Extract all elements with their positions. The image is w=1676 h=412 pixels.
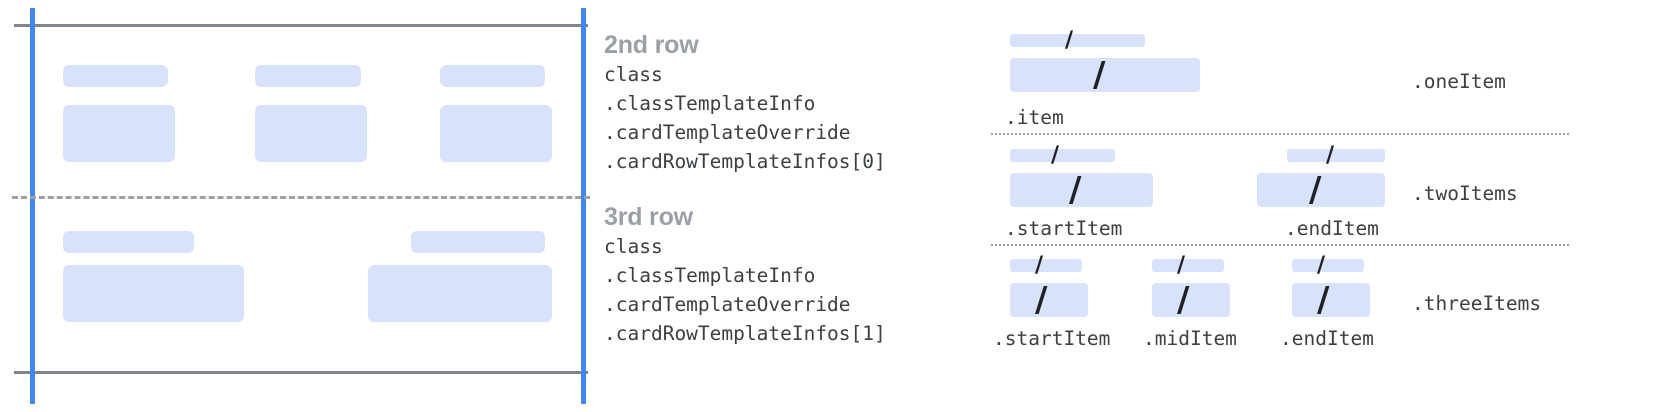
card-row-preview-diagram xyxy=(0,0,600,412)
row3-cell2-label-block xyxy=(411,231,545,253)
threeitems-startitem-top-block xyxy=(1010,259,1082,272)
threeitems-enditem-top-block xyxy=(1292,259,1364,272)
row2-cell1-body-block xyxy=(63,105,175,162)
second-row-title: 2nd row xyxy=(604,31,699,59)
second-row-code-line-3: .cardTemplateOverride xyxy=(604,121,851,144)
threeitems-miditem-top-block xyxy=(1152,259,1224,272)
variant-divider-1 xyxy=(991,133,1569,135)
twoitems-group-label: .twoItems xyxy=(1412,182,1518,205)
threeitems-startitem-top-slash: / xyxy=(1035,253,1044,278)
row3-cell2-body-block xyxy=(368,265,552,322)
card-frame-right-guide xyxy=(581,8,586,404)
threeitems-enditem-top-slash: / xyxy=(1317,253,1326,278)
threeitems-startitem-label: .startItem xyxy=(993,327,1111,350)
card-frame-left-guide xyxy=(30,8,35,404)
twoitems-enditem-body-slash: / xyxy=(1309,170,1322,210)
threeitems-miditem-label: .midItem xyxy=(1143,327,1237,350)
card-frame-bottom-border xyxy=(14,371,588,374)
third-row-code-line-4: .cardRowTemplateInfos[1] xyxy=(604,322,886,345)
third-row-code-line-1: class xyxy=(604,235,663,258)
row-separator-dashed xyxy=(12,196,590,199)
oneitem-slot-body-slash: / xyxy=(1093,55,1106,95)
threeitems-miditem-body-block xyxy=(1152,283,1230,317)
row2-cell3-label-block xyxy=(440,65,545,87)
twoitems-startitem-top-slash: / xyxy=(1051,143,1060,168)
oneitem-slot-label: .item xyxy=(1005,106,1064,129)
card-frame-top-border xyxy=(14,24,588,27)
third-row-annotation: 3rd row class .classTemplateInfo .cardTe… xyxy=(604,202,886,348)
threeitems-miditem-top-slash: / xyxy=(1177,253,1186,278)
threeitems-startitem-body-block xyxy=(1010,283,1088,317)
row3-cell1-label-block xyxy=(63,231,194,253)
oneitem-slot-body-block xyxy=(1010,58,1200,92)
twoitems-enditem-label: .endItem xyxy=(1285,217,1379,240)
row2-cell1-label-block xyxy=(63,65,168,87)
oneitem-group-label: .oneItem xyxy=(1412,70,1506,93)
row-layout-variants-diagram: / / .item .oneItem / / .startItem / / .e… xyxy=(980,0,1676,412)
threeitems-enditem-body-slash: / xyxy=(1317,280,1330,320)
third-row-code-line-3: .cardTemplateOverride xyxy=(604,293,851,316)
second-row-code-line-4: .cardRowTemplateInfos[0] xyxy=(604,150,886,173)
row2-cell2-label-block xyxy=(255,65,361,87)
threeitems-miditem-body-slash: / xyxy=(1177,280,1190,320)
row2-cell3-body-block xyxy=(440,105,552,162)
row2-cell2-body-block xyxy=(255,105,367,162)
third-row-code-line-2: .classTemplateInfo xyxy=(604,264,816,287)
twoitems-startitem-body-slash: / xyxy=(1069,170,1082,210)
threeitems-enditem-body-block xyxy=(1292,283,1370,317)
variant-divider-2 xyxy=(991,244,1569,246)
threeitems-group-label: .threeItems xyxy=(1412,292,1542,315)
row3-cell1-body-block xyxy=(63,265,244,322)
twoitems-enditem-top-block xyxy=(1287,149,1385,162)
twoitems-startitem-body-block xyxy=(1010,173,1153,207)
third-row-title: 3rd row xyxy=(604,203,693,231)
twoitems-enditem-body-block xyxy=(1257,173,1385,207)
threeitems-enditem-label: .endItem xyxy=(1280,327,1374,350)
twoitems-startitem-label: .startItem xyxy=(1005,217,1123,240)
oneitem-slot-top-slash: / xyxy=(1065,28,1074,53)
oneitem-slot-top-block xyxy=(1010,34,1145,47)
second-row-annotation: 2nd row class .classTemplateInfo .cardTe… xyxy=(604,30,886,176)
twoitems-enditem-top-slash: / xyxy=(1326,143,1335,168)
second-row-code-line-2: .classTemplateInfo xyxy=(604,92,816,115)
threeitems-startitem-body-slash: / xyxy=(1035,280,1048,320)
second-row-code-line-1: class xyxy=(604,63,663,86)
twoitems-startitem-top-block xyxy=(1010,149,1115,162)
